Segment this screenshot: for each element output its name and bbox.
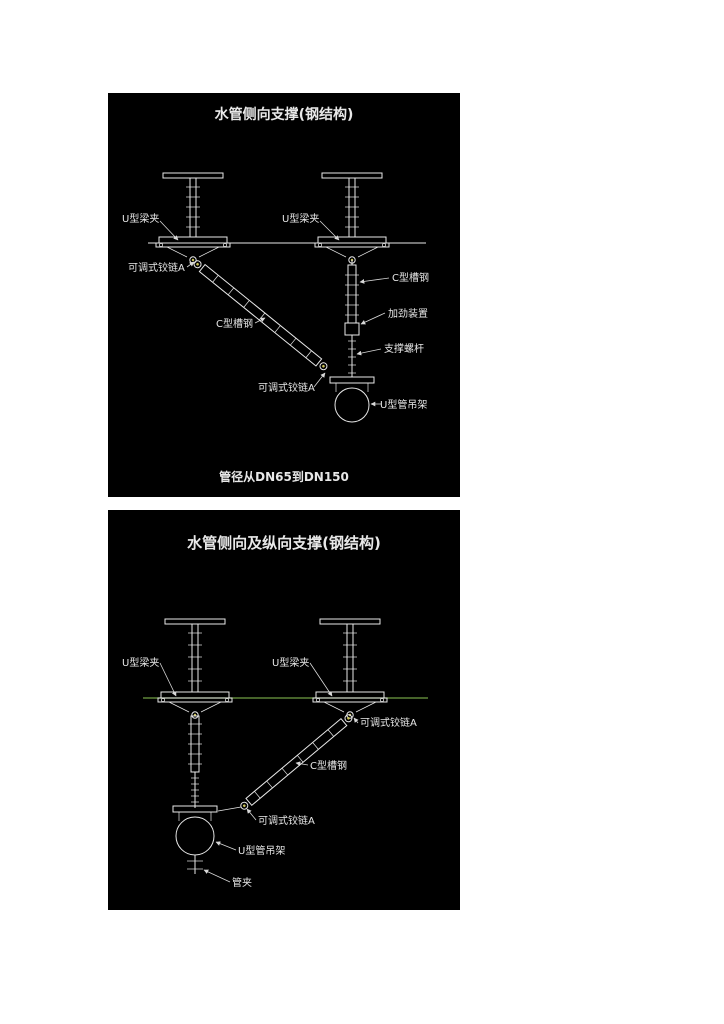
u-pipe-hanger — [172, 805, 218, 874]
leader-line — [159, 662, 177, 697]
label-adjustable-hinge-bottom: 可调式铰链A — [258, 381, 315, 394]
leader-line — [246, 808, 257, 821]
leader-line — [215, 841, 237, 851]
label-pipe-hanger: U型管吊架 — [238, 844, 285, 857]
diagram-title: 水管侧向支撑(钢结构) — [215, 106, 354, 123]
label-support-rod: 支撑螺杆 — [384, 342, 424, 355]
lateral-longitudinal-support-diagram: 水管侧向及纵向支撑(钢结构) — [122, 534, 428, 889]
pipe-clamp — [187, 855, 203, 874]
leader-line — [356, 348, 382, 356]
i-beam-right — [317, 172, 387, 244]
label-u-beam-clamp-left: U型梁夹 — [122, 212, 159, 225]
vertical-support-assembly — [344, 260, 360, 377]
label-c-channel: C型槽钢 — [310, 759, 347, 772]
leader-line — [319, 220, 340, 241]
drawing-panel-lateral-longitudinal-support: 水管侧向及纵向支撑(钢结构) — [108, 510, 460, 910]
label-c-channel-vertical: C型槽钢 — [392, 271, 429, 284]
stiffener-device — [344, 322, 360, 336]
leader-line — [186, 261, 195, 268]
diagram-title: 水管侧向及纵向支撑(钢结构) — [187, 534, 381, 552]
label-adjustable-hinge-lower: 可调式铰链A — [258, 814, 315, 827]
pipe-section — [175, 816, 215, 856]
leader-line — [309, 662, 333, 697]
label-adjustable-hinge-top: 可调式铰链A — [128, 261, 185, 274]
label-u-beam-clamp-mid: U型梁夹 — [272, 656, 309, 669]
vertical-hanger-assembly — [188, 715, 202, 808]
diameter-caption: 管径从DN65到DN150 — [219, 469, 349, 484]
leader-line — [359, 277, 390, 284]
label-pipe-hanger: U型管吊架 — [380, 398, 427, 411]
label-pipe-clamp: 管夹 — [232, 876, 252, 889]
leader-line — [360, 312, 386, 325]
u-beam-clamp-left — [157, 697, 233, 719]
u-pipe-hanger — [329, 376, 375, 423]
leader-line — [203, 869, 231, 883]
label-u-beam-clamp-mid: U型梁夹 — [282, 212, 319, 225]
label-adjustable-hinge-upper: 可调式铰链A — [360, 716, 417, 729]
leader-line — [159, 220, 179, 241]
label-u-beam-clamp-left: U型梁夹 — [122, 656, 159, 669]
leader-line — [295, 761, 309, 767]
i-beam-right — [315, 618, 385, 699]
i-beam-left — [158, 172, 228, 244]
lateral-support-diagram: 水管侧向支撑(钢结构) — [122, 106, 429, 484]
diagonal-c-channel — [193, 260, 328, 371]
u-beam-clamp-left — [155, 242, 231, 264]
pipe-section — [334, 387, 370, 423]
leader-line — [353, 717, 359, 724]
label-stiffener: 加劲装置 — [388, 307, 428, 320]
hinge-bracket — [217, 806, 242, 812]
leader-line — [313, 372, 326, 388]
drawing-panel-lateral-support: 水管侧向支撑(钢结构) — [108, 93, 460, 497]
label-c-channel-diagonal: C型槽钢 — [216, 317, 253, 330]
leader-line — [254, 317, 266, 324]
